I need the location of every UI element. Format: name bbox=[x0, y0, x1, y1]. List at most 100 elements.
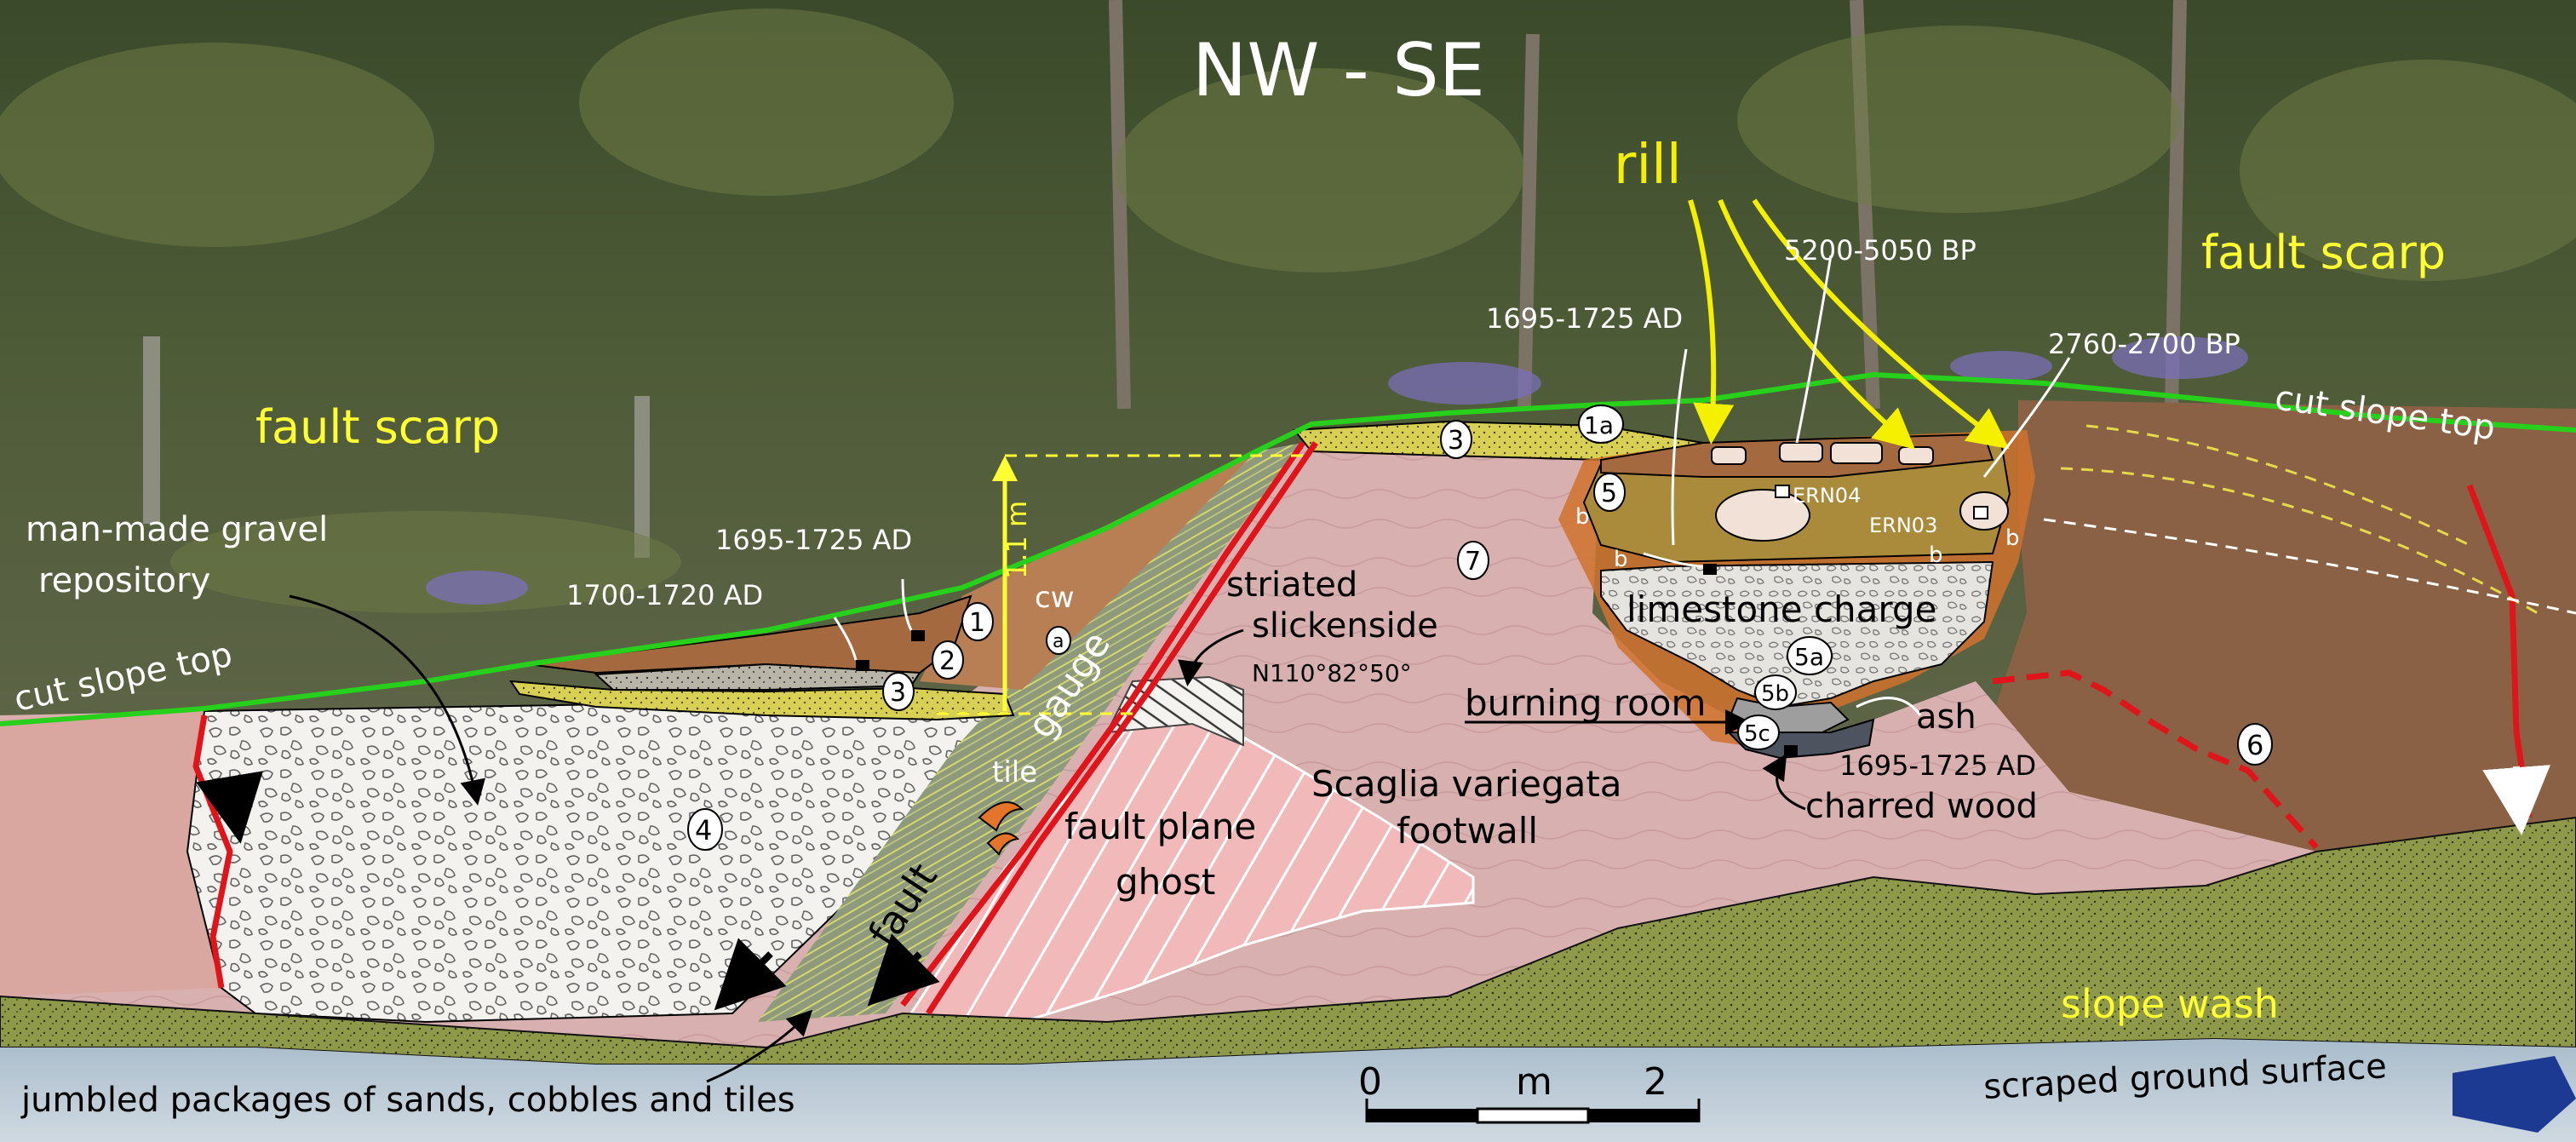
date-5200-5050: 5200-5050 BP bbox=[1784, 234, 1976, 267]
main-fault-right-trace bbox=[926, 441, 1318, 1015]
unit-5-number: 5 bbox=[1601, 479, 1617, 508]
date-1695-1725-kiln: 1695-1725 AD bbox=[1839, 749, 2036, 782]
unit-circle-2 bbox=[932, 640, 964, 680]
fault-lines bbox=[192, 441, 2533, 1015]
ash-label: ash bbox=[1916, 697, 1976, 737]
purple-flowers bbox=[426, 336, 2248, 605]
striated-leader-arrow bbox=[1178, 628, 1244, 686]
fault-slip-arrow-left bbox=[714, 938, 787, 1011]
charred-wood-leader bbox=[1762, 753, 1806, 811]
unit-circle-7 bbox=[1457, 541, 1489, 580]
date-1695-1725-top: 1695-1725 AD bbox=[1486, 302, 1683, 335]
unit-3-number-left: 3 bbox=[890, 678, 906, 708]
strike-label: N110°82°50° bbox=[1252, 659, 1412, 687]
date-2760-2700: 2760-2700 BP bbox=[2048, 328, 2240, 360]
unit-3-number-top: 3 bbox=[1448, 426, 1464, 456]
limestone-blocks bbox=[1711, 442, 2009, 542]
fence-posts bbox=[143, 336, 650, 558]
colluvium-laminae bbox=[2043, 424, 2576, 615]
unit-1a-number: 1a bbox=[1584, 411, 1614, 439]
scale-start-label: 0 bbox=[1358, 1060, 1382, 1104]
unit-circle-5b bbox=[1754, 674, 1797, 710]
fault-gauge-zone bbox=[758, 443, 1303, 1022]
gravel-repository-label-line2: repository bbox=[38, 561, 210, 600]
fault-plane-ghost-label-line2: ghost bbox=[1116, 861, 1215, 903]
scaglia-label-line1: Scaglia variegata bbox=[1311, 763, 1622, 805]
gravel-repository-label-line1: man-made gravel bbox=[26, 510, 328, 549]
unit-6-number: 6 bbox=[2246, 729, 2263, 761]
left-bedrock bbox=[0, 711, 221, 996]
right-fault-arrow bbox=[2482, 765, 2550, 835]
figure-title: NW - SE bbox=[1192, 28, 1485, 113]
fault-plane-ghost-label-line1: fault plane bbox=[1064, 806, 1256, 847]
scraped-ground-surface bbox=[0, 1039, 2576, 1142]
unit-circle-1 bbox=[961, 602, 994, 641]
unit-circle-4 bbox=[687, 808, 723, 851]
unit-5a-limestone-charge bbox=[1600, 560, 1994, 709]
unit-5a-number: 5a bbox=[1794, 643, 1824, 671]
kiln-base-fault-dashed bbox=[1992, 669, 2319, 850]
unit-6-colluvium bbox=[1993, 400, 2576, 852]
fault-slip-arrow-right bbox=[867, 933, 940, 1007]
jumbled-leader-arrow bbox=[706, 1009, 813, 1083]
rill-label: rill bbox=[1614, 134, 1682, 197]
main-fault-left-trace bbox=[900, 441, 1305, 1007]
jumbled-label: jumbled packages of sands, cobbles and t… bbox=[20, 1081, 795, 1120]
rill-arrows bbox=[1688, 198, 2010, 450]
sub-a-label: a bbox=[1053, 631, 1064, 652]
scaglia-label-line2: footwall bbox=[1397, 810, 1538, 852]
tile-fragment bbox=[978, 801, 1024, 832]
scale-bar bbox=[1365, 1099, 1701, 1124]
unit-circle-6 bbox=[2237, 723, 2273, 766]
unit-circle-5a bbox=[1787, 636, 1833, 675]
striated-slickenside bbox=[1105, 675, 1244, 747]
unit-circle-a-left bbox=[1046, 626, 1071, 655]
blue-tarp bbox=[2453, 1056, 2576, 1133]
unit-2-number: 2 bbox=[939, 646, 955, 676]
slope-wash-label: slope wash bbox=[2061, 981, 2279, 1027]
unit-1-number: 1 bbox=[969, 608, 985, 638]
tile-label: tile bbox=[992, 755, 1037, 789]
sub-b-right-1: b bbox=[1929, 542, 1943, 568]
unit-circle-3-left bbox=[882, 672, 915, 711]
height-marker-label: 1.1 m bbox=[1001, 501, 1033, 579]
limestone-charge-label: limestone charge bbox=[1626, 588, 1936, 630]
unit-circles bbox=[687, 405, 2273, 851]
sample-markers bbox=[856, 485, 1988, 756]
unit-circle-3-top bbox=[1440, 420, 1472, 459]
slickenside-label: slickenside bbox=[1252, 606, 1438, 646]
left-fault-arrow bbox=[196, 771, 263, 844]
secondary-fault-left bbox=[192, 714, 233, 989]
striated-label: striated bbox=[1226, 565, 1357, 605]
gravel-leader-arrow bbox=[289, 594, 485, 806]
sample-ern03-label: ERN03 bbox=[1869, 514, 1937, 537]
ash-leader bbox=[1856, 697, 1922, 716]
foliage-patches bbox=[0, 9, 2576, 613]
date-leaders bbox=[833, 255, 2071, 661]
sub-b-center: b bbox=[1614, 547, 1628, 572]
unit-5c-number: 5c bbox=[1744, 721, 1770, 747]
tile-fragment-2 bbox=[986, 832, 1020, 856]
unit-5b-number: 5b bbox=[1761, 681, 1789, 707]
scale-unit-label: m bbox=[1516, 1060, 1552, 1104]
unit-circle-1a bbox=[1578, 405, 1624, 444]
unit-circle-5c bbox=[1737, 714, 1780, 750]
cw-label: cw bbox=[1035, 581, 1075, 615]
cut-slope-top-line bbox=[0, 371, 2576, 726]
unit-circle-5 bbox=[1593, 473, 1626, 512]
unit-4-number: 4 bbox=[695, 814, 712, 846]
sample-ern04-label: ERN04 bbox=[1793, 484, 1861, 508]
scale-end-label: 2 bbox=[1644, 1060, 1667, 1104]
sub-b-right-2: b bbox=[2005, 525, 2020, 551]
unit-7-number: 7 bbox=[1465, 547, 1481, 577]
fault-scarp-left-label: fault scarp bbox=[255, 400, 500, 454]
charred-wood-label: charred wood bbox=[1805, 787, 2038, 826]
height-marker bbox=[937, 454, 1303, 715]
sub-b-left: b bbox=[1575, 504, 1590, 530]
date-1695-1725-left: 1695-1725 AD bbox=[715, 524, 912, 556]
date-1700-1720: 1700-1720 AD bbox=[566, 579, 763, 611]
fault-scarp-right-label: fault scarp bbox=[2201, 226, 2446, 279]
burning-room-label: burning room bbox=[1465, 682, 1706, 724]
